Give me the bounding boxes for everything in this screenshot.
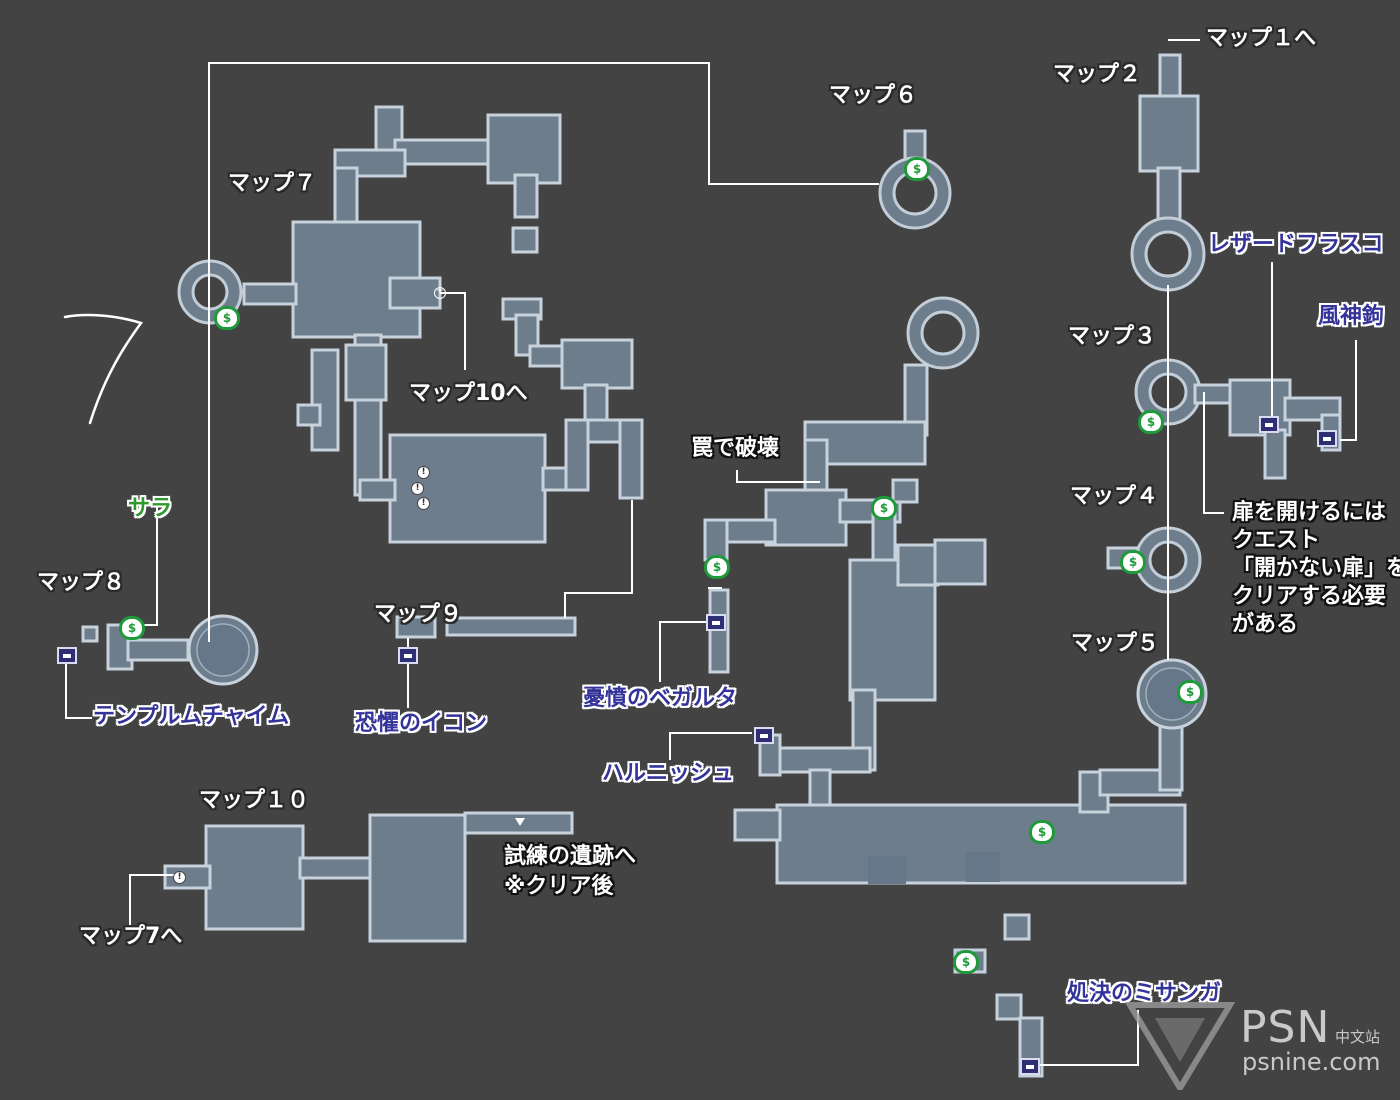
- money-bag-icon: [1177, 680, 1203, 704]
- label-icon-of-fear: 恐懼のイコン: [355, 711, 488, 736]
- note-door-line: がある: [1232, 612, 1299, 637]
- treasure-chest-icon: [1020, 1058, 1040, 1075]
- money-bag-icon: [871, 496, 897, 520]
- leader-lines: [65, 39, 1357, 1066]
- label-map3: マップ３: [1068, 324, 1157, 349]
- note-door-line: クエスト: [1232, 528, 1321, 553]
- money-bag-icon: [1029, 820, 1055, 844]
- psnine-logo-icon: [1125, 1002, 1235, 1090]
- note-door-line: 扉を開けるには: [1232, 500, 1387, 525]
- watermark: PSN 中文站 psnine.com: [1125, 1000, 1395, 1095]
- money-bag-icon: [953, 950, 979, 974]
- watermark-brand: PSN: [1240, 1002, 1331, 1053]
- money-bag-icon: [1120, 550, 1146, 574]
- label-map2: マップ２: [1053, 62, 1142, 87]
- handwritten-seven-mark: [63, 313, 144, 425]
- note-trial-line: ※クリア後: [504, 874, 614, 899]
- label-harunissyu: ハルニッシュ: [602, 761, 735, 786]
- label-sara: サラ: [128, 496, 173, 521]
- label-map4: マップ４: [1070, 484, 1159, 509]
- treasure-chest-icon: [1259, 416, 1279, 433]
- money-bag-icon: [119, 616, 145, 640]
- label-map5: マップ５: [1071, 631, 1160, 656]
- note-trial-line: 試練の遺跡へ: [504, 844, 637, 869]
- money-bag-icon: [1138, 410, 1164, 434]
- treasure-chest-icon: [1317, 430, 1337, 447]
- treasure-chest-icon: [398, 647, 418, 664]
- watermark-brand-sub: 中文站: [1335, 1028, 1381, 1046]
- label-map10: マップ１０: [199, 788, 310, 813]
- note-door-line: 「開かない扉」を: [1232, 556, 1400, 581]
- exclamation-icon: !: [417, 466, 430, 479]
- treasure-chest-icon: [754, 727, 774, 744]
- label-lizard-flask: レザードフラスコ: [1208, 232, 1384, 257]
- center-rooms: [703, 296, 1187, 885]
- note-trial: 試練の遺跡へ ※クリア後: [504, 846, 636, 898]
- map8-map9-rooms: [81, 614, 577, 686]
- note-door: 扉を開けるには クエスト 「開かない扉」を クリアする必要 がある: [1232, 502, 1400, 636]
- lower-small-rooms: [953, 913, 1044, 1078]
- watermark-url: psnine.com: [1242, 1048, 1381, 1076]
- warp-point-icon: [434, 285, 446, 299]
- note-door-line: クリアする必要: [1232, 584, 1387, 609]
- label-map6: マップ６: [829, 83, 918, 108]
- exclamation-icon: !: [173, 871, 186, 884]
- money-bag-icon: [214, 306, 240, 330]
- treasure-chest-icon: [706, 614, 726, 631]
- label-temple-chime: テンプルムチャイム: [93, 704, 290, 729]
- exclamation-icon: !: [411, 482, 424, 495]
- label-map7: マップ７: [228, 171, 317, 196]
- label-misanga: 処決のミサンガ: [1067, 981, 1222, 1006]
- route-lines: [208, 62, 1169, 660]
- exclamation-icon: !: [417, 497, 430, 510]
- label-vegalta: 憂憤のベガルタ: [583, 686, 738, 711]
- money-bag-icon: [904, 157, 930, 181]
- money-bag-icon: [704, 555, 730, 579]
- label-map1-to: マップ１へ: [1206, 26, 1317, 51]
- label-map8: マップ８: [37, 570, 126, 595]
- treasure-chest-icon: [57, 647, 77, 664]
- label-map10-to: マップ10へ: [409, 381, 528, 406]
- label-map9: マップ９: [374, 602, 463, 627]
- map7-rooms: [177, 105, 644, 544]
- label-wind-god-hook: 風神鉤: [1318, 304, 1385, 329]
- note-trap: 罠で破壊: [691, 436, 780, 461]
- label-map7-to: マップ7へ: [79, 924, 183, 949]
